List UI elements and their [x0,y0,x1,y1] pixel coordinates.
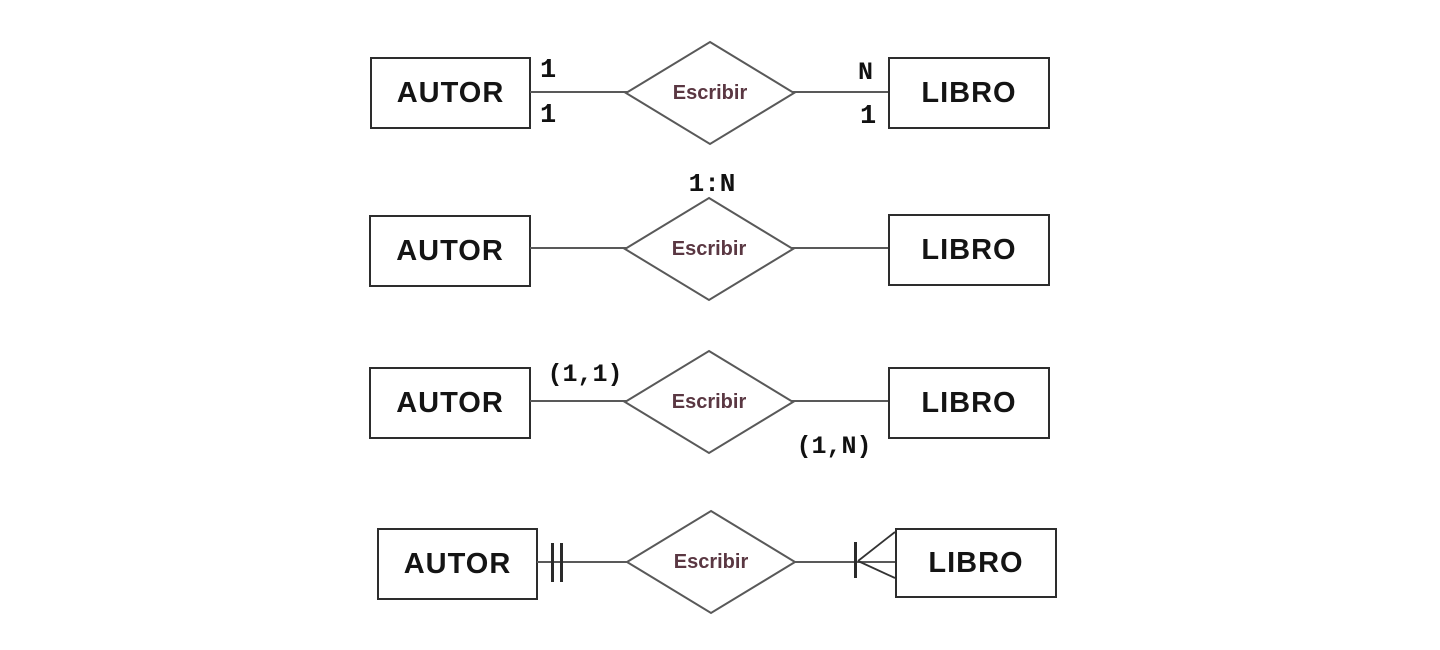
entity-autor: AUTOR [369,215,531,287]
relationship-line-right [794,561,895,563]
cardinality-left-above: (1,1) [547,360,623,389]
relationship-line-left [530,91,628,93]
relationship-label: Escribir [673,550,749,573]
bar-crows-foot-icon [854,542,857,578]
relationship-line-left [537,561,631,563]
diamond-shape-icon [624,40,796,146]
relationship-line-right [791,91,888,93]
relationship-diamond: Escribir [623,39,797,147]
cardinality-right-above: N [858,58,874,87]
relationship-line-left [530,247,628,249]
relationship-line-right [790,247,888,249]
relationship-label: Escribir [671,237,747,260]
entity-libro: LIBRO [888,214,1050,286]
double-bar-icon [551,543,554,582]
relationship-line-right [790,400,888,402]
cardinality-above-diamond: 1:N [688,169,736,199]
relationship-line-left [530,400,628,402]
entity-libro: LIBRO [888,57,1050,129]
relationship-label: Escribir [672,81,748,104]
diamond-shape-icon [623,349,795,455]
relationship-diamond: Escribir [622,195,796,303]
cardinality-right-below: 1 [860,102,877,132]
entity-autor: AUTOR [370,57,531,129]
crows-foot-icon [857,531,896,579]
entity-libro: LIBRO [895,528,1057,598]
relationship-label: Escribir [671,390,747,413]
relationship-diamond: Escribir [624,508,798,616]
cardinality-left-above: 1 [540,56,557,86]
cardinality-left-below: 1 [540,101,557,131]
diamond-shape-icon [625,509,797,615]
entity-autor: AUTOR [377,528,538,600]
cardinality-right-below: (1,N) [796,432,872,461]
entity-libro: LIBRO [888,367,1050,439]
diamond-shape-icon [623,196,795,302]
double-bar-icon [560,543,563,582]
relationship-diamond: Escribir [622,348,796,456]
entity-autor: AUTOR [369,367,531,439]
